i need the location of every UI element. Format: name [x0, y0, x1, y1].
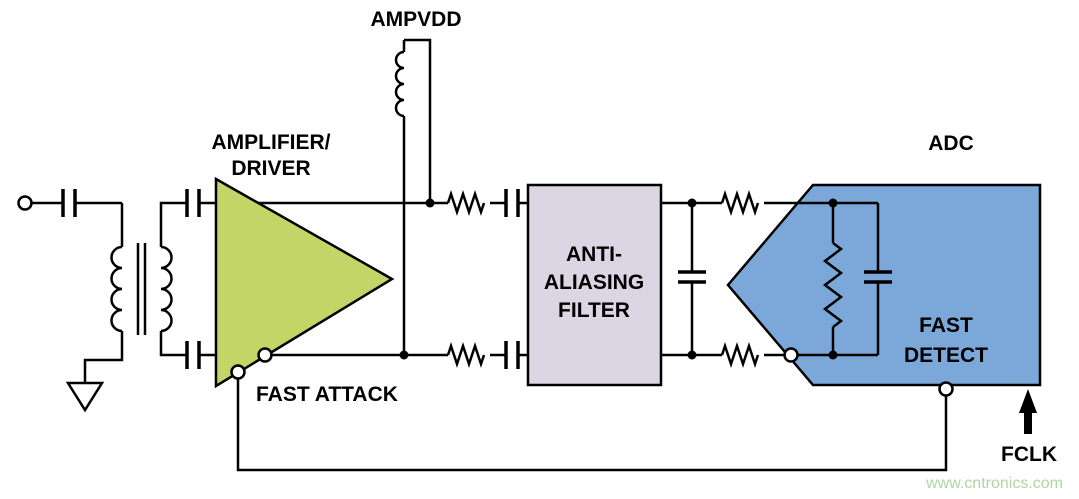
- junction-dot: [828, 198, 838, 208]
- fclk-arrow: [1019, 389, 1037, 434]
- ground-symbol: [65, 381, 105, 413]
- fast-detect-label-line1: FAST: [919, 314, 973, 337]
- adc-block-shape: [726, 183, 1042, 387]
- wire: [159, 201, 187, 247]
- fast-attack-pin-terminal: [230, 364, 246, 380]
- ampvdd-label: AMPVDD: [370, 8, 461, 31]
- anti-aliasing-filter-box: [526, 183, 663, 387]
- ampvdd-wire: [404, 38, 432, 203]
- transformer-core: [136, 243, 147, 335]
- fast-detect-label-line2: DETECT: [904, 344, 988, 367]
- junction-dot: [399, 350, 409, 360]
- junction-dots: [399, 198, 838, 360]
- component-symbols: [61, 50, 892, 413]
- terminals: [17, 195, 954, 397]
- transformer-secondary-winding: [160, 245, 173, 333]
- coupling-capacitor-top-2: [504, 189, 520, 217]
- fast-detect-output-terminal: [938, 381, 954, 397]
- coupling-capacitor-bottom-in: [185, 341, 201, 369]
- coupling-capacitor-bottom-2: [504, 341, 520, 369]
- input-terminal: [17, 195, 33, 211]
- watermark: www.cntronics.com: [925, 475, 1063, 492]
- coupling-capacitor-top-in: [185, 189, 201, 217]
- ampvdd-choke-inductor: [394, 50, 405, 118]
- junction-dot: [687, 198, 697, 208]
- adc-internal-resistor: [822, 242, 844, 328]
- series-resistor-bottom-2: [720, 342, 760, 368]
- junction-dot: [828, 350, 838, 360]
- fclk-label: FCLK: [1001, 443, 1057, 466]
- filter-label-line3: FILTER: [558, 299, 630, 322]
- series-resistor-top-2: [720, 190, 760, 216]
- series-resistor-top-1: [446, 190, 486, 216]
- series-resistor-bottom-1: [446, 342, 486, 368]
- wire: [159, 331, 187, 357]
- junction-dot: [687, 350, 697, 360]
- filter-label-line2: ALIASING: [544, 271, 644, 294]
- amplifier-label-line1: AMPLIFIER/: [212, 131, 331, 154]
- feedback-wire: [236, 378, 948, 472]
- adc-internal-capacitor: [864, 270, 892, 284]
- amplifier-output-terminal: [257, 347, 273, 363]
- fclk-arrowhead-icon: [1019, 389, 1037, 413]
- amplifier-label-line2: DRIVER: [231, 157, 310, 180]
- junction-dot: [425, 198, 435, 208]
- filter-label-line1: ANTI-: [566, 243, 622, 266]
- transformer-primary-winding: [110, 245, 123, 333]
- wires: [32, 38, 948, 472]
- adc-input-terminal: [783, 347, 799, 363]
- shunt-capacitor: [678, 270, 706, 284]
- fast-attack-label: FAST ATTACK: [256, 383, 398, 406]
- adc-label: ADC: [928, 132, 974, 155]
- amplifier-triangle: [214, 176, 395, 389]
- input-coupling-capacitor: [61, 189, 77, 217]
- wire: [83, 331, 124, 383]
